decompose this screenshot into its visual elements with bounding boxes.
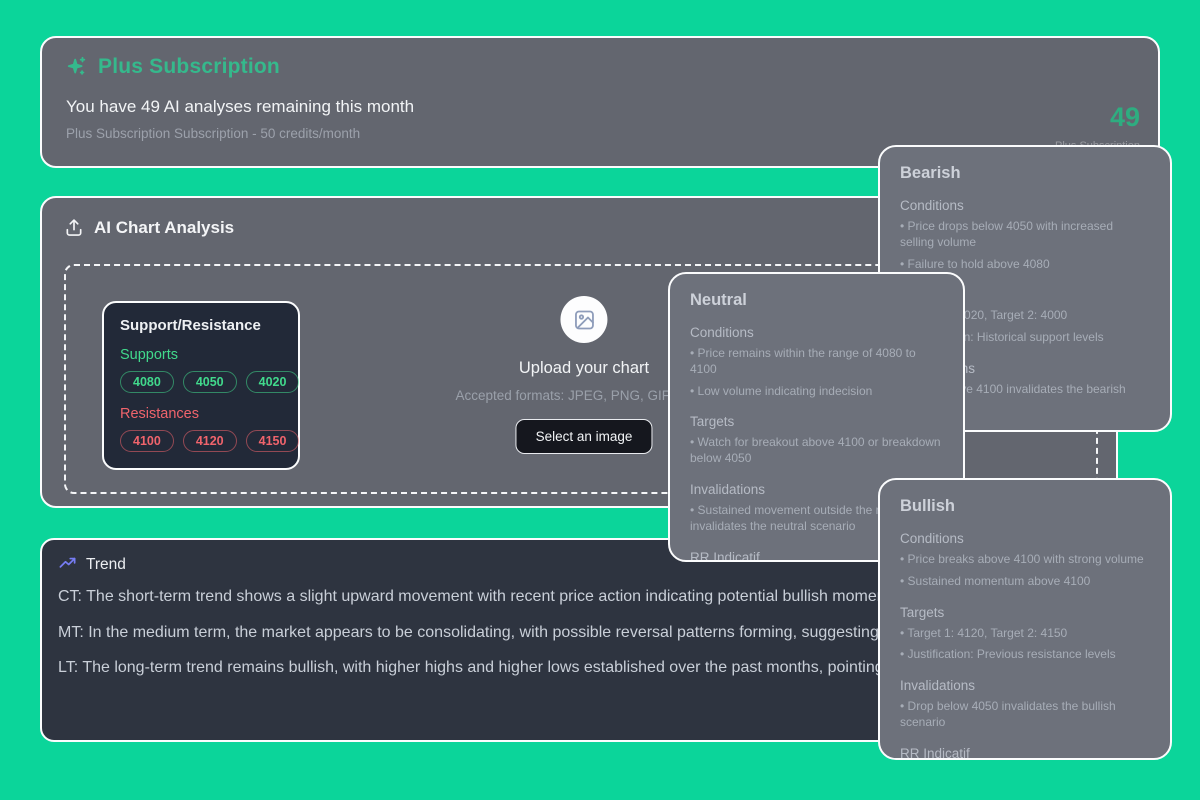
resistance-pill: 4150 [245,430,300,452]
invalidations-label: Invalidations [900,678,976,694]
resistance-pill: 4120 [182,430,237,452]
condition-item: Sustained momentum above 4100 [900,574,1150,590]
trend-body: CT: The short-term trend shows a slight … [58,584,1085,681]
invalidations-list: Sustained movement outside the range inv… [690,503,943,535]
resistance-pill: 4100 [120,430,174,452]
condition-item: Failure to hold above 4080 [900,257,1150,273]
trend-title: Trend [86,555,126,573]
sparkles-icon [66,56,88,78]
support-pill: 4080 [120,371,174,393]
targets-list: Target 1: 4120, Target 2: 4150Justificat… [900,626,1150,664]
conditions-list: Price remains within the range of 4080 t… [690,346,943,399]
targets-label: Targets [690,414,735,430]
rr-label: RR Indicatif [900,745,970,760]
target-item: Watch for breakout above 4100 or breakdo… [690,435,943,467]
conditions-label: Conditions [900,198,964,213]
scenario-title: Bullish [900,497,956,515]
supports-pill-row: 4080 4050 4020 [120,371,300,393]
resistances-pill-row: 4100 4120 4150 [120,430,300,452]
invalidation-item: Drop below 4050 invalidates the bullish … [900,699,1150,731]
conditions-label: Conditions [900,531,964,546]
analysis-title: AI Chart Analysis [94,218,235,237]
subscription-title: Plus Subscription [98,55,280,78]
trend-paragraph: LT: The long-term trend remains bullish,… [58,659,1054,677]
trend-header: Trend [58,555,1085,574]
trending-up-icon [58,555,77,574]
condition-item: Price drops below 4050 with increased se… [900,219,1150,251]
support-pill: 4050 [182,371,237,393]
invalidation-item: Sustained movement outside the range inv… [690,503,943,535]
image-icon [572,308,596,332]
conditions-list: Price breaks above 4100 with strong volu… [900,552,1150,590]
select-image-button[interactable]: Select an image [515,419,653,454]
target-item: Justification: Previous resistance level… [900,647,1150,663]
plus-subscription-card: Plus Subscription You have 49 AI analyse… [40,36,1160,168]
invalidations-list: Drop below 4050 invalidates the bullish … [900,699,1150,731]
upload-area: Upload your chart Accepted formats: JPEG… [455,296,713,454]
target-item: Target 1: 4120, Target 2: 4150 [900,626,1150,642]
invalidations-label: Invalidations [690,482,766,498]
conditions-label: Conditions [690,325,754,340]
support-resistance-title: Support/Resistance [120,317,261,334]
bullish-scenario-card: Bullish Conditions Price breaks above 41… [878,478,1172,760]
upload-title: Upload your chart [518,359,650,377]
condition-item: Low volume indicating indecision [690,384,943,400]
scenario-title: Bearish [900,164,961,182]
trend-paragraph: MT: In the medium term, the market appea… [58,623,1063,641]
condition-item: Price breaks above 4100 with strong volu… [900,552,1150,568]
plan-description-text: Plus Subscription Subscription - 50 cred… [66,126,361,141]
supports-label: Supports [120,347,179,363]
trend-paragraph: CT: The short-term trend shows a slight … [58,588,917,605]
accepted-formats-text: Accepted formats: JPEG, PNG, GIF, WebP [455,388,713,403]
analysis-header: AI Chart Analysis [64,218,1094,238]
targets-label: Targets [900,604,945,620]
image-icon-circle [560,296,608,343]
rr-label: RR Indicatif [690,549,760,562]
credits-count: 49 [1109,102,1140,132]
targets-list: Watch for breakout above 4100 or breakdo… [690,435,943,467]
analyses-remaining-text: You have 49 AI analyses remaining this m… [66,97,415,116]
condition-item: Price remains within the range of 4080 t… [690,346,943,378]
resistances-label: Resistances [120,406,199,422]
upload-icon [64,218,84,238]
support-pill: 4020 [245,371,300,393]
subscription-header: Plus Subscription [66,55,1134,79]
scenario-title: Neutral [690,291,747,309]
conditions-list: Price drops below 4050 with increased se… [900,219,1150,272]
support-resistance-panel: Support/Resistance Supports 4080 4050 4020… [102,301,300,470]
